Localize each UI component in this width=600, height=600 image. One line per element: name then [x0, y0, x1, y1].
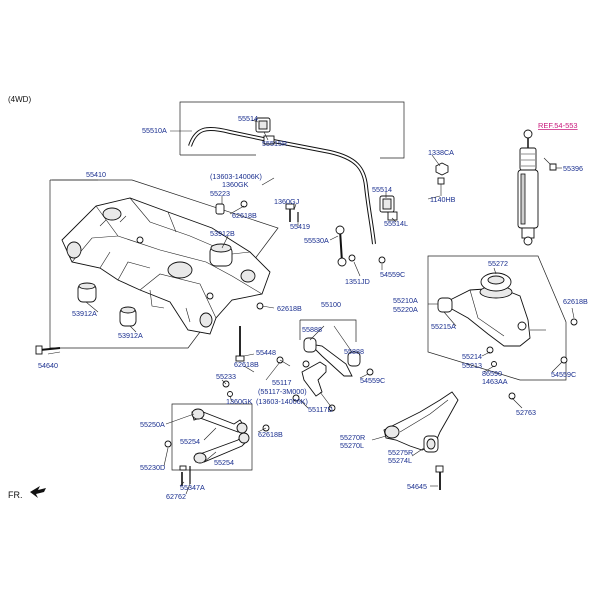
- label-55888-a: 55888: [302, 325, 322, 334]
- trailing-arm: [383, 391, 516, 490]
- label-55514L: 55514L: [384, 219, 408, 228]
- label-55270R: 55270R: [340, 433, 365, 442]
- label-55410: 55410: [86, 170, 106, 179]
- label-55514-a: 55514: [238, 114, 258, 123]
- shock-absorber: [517, 129, 557, 246]
- label-55250A: 55250A: [140, 420, 165, 429]
- lower-arm: [437, 272, 578, 367]
- label-55213: 55213: [462, 361, 482, 370]
- label-55347A: 55347A: [180, 483, 205, 492]
- label-1360GK-b: 1360GK: [226, 397, 253, 406]
- label-55220A: 55220A: [393, 305, 418, 314]
- label-55254-a: 55254: [180, 437, 200, 446]
- bolts-1360gj: [285, 203, 299, 222]
- label-55888-b: 55888: [344, 347, 364, 356]
- label-55215A: 55215A: [431, 322, 456, 331]
- label-54559C-c: 54559C: [551, 370, 576, 379]
- label-1338CA: 1338CA: [428, 148, 454, 157]
- stabilizer-link: [335, 225, 386, 267]
- label-54559C-b: 54559C: [360, 376, 385, 385]
- label-62618B-c: 62618B: [277, 304, 302, 313]
- label-55515R: 55515R: [262, 139, 287, 148]
- label-55254-b: 55254: [214, 458, 234, 467]
- label-55514-b: 55514: [372, 185, 392, 194]
- front-label: FR.: [8, 490, 23, 500]
- label-1463AA: 1463AA: [482, 377, 508, 386]
- assist-arm-box: [171, 403, 253, 471]
- label-1360GK-a: 1360GK: [222, 180, 249, 189]
- label-1360GJ: 1360GJ: [274, 197, 300, 206]
- crossmember: [61, 197, 271, 335]
- label-13603-b: (13603-14006K): [256, 397, 308, 406]
- label-53912A-1: 53912A: [72, 309, 97, 318]
- label-1351JD: 1351JD: [345, 277, 370, 286]
- trailing-arm-bracket: [299, 319, 357, 342]
- label-55117-3M000: (55117-3M000): [258, 387, 307, 396]
- label-1140HB: 1140HB: [430, 195, 456, 204]
- label-55233: 55233: [216, 372, 236, 381]
- label-55270L: 55270L: [340, 441, 364, 450]
- label-86590: 86590: [482, 369, 502, 378]
- label-62762: 62762: [166, 492, 186, 501]
- reference-link[interactable]: REF.54-553: [538, 121, 578, 130]
- label-55214: 55214: [462, 352, 482, 361]
- label-55210A: 55210A: [393, 296, 418, 305]
- bolt-55448: [235, 326, 245, 362]
- label-55274L: 55274L: [388, 456, 412, 465]
- label-55117: 55117: [272, 378, 291, 387]
- label-13603-a: (13603-14006K): [210, 172, 262, 181]
- label-52763: 52763: [516, 408, 536, 417]
- variant-label: (4WD): [8, 95, 31, 104]
- label-54640: 54640: [38, 361, 58, 370]
- label-55223: 55223: [210, 189, 230, 198]
- label-62618B-d: 62618B: [234, 360, 259, 369]
- label-55275R: 55275R: [388, 448, 413, 457]
- label-55396: 55396: [563, 164, 583, 173]
- label-54645: 54645: [407, 482, 427, 491]
- bushings-crossmember: [77, 200, 264, 327]
- label-55510A: 55510A: [142, 126, 167, 135]
- label-62618B-f: 62618B: [258, 430, 283, 439]
- label-55419: 55419: [290, 222, 310, 231]
- washers-55233: [222, 380, 270, 432]
- label-53912A-2: 53912A: [118, 331, 143, 340]
- leader-lines: [47, 119, 575, 495]
- stabilizer-bar: [188, 117, 398, 245]
- stabilizer-bar-box: [179, 101, 405, 159]
- label-62618B-a: 62618B: [232, 211, 257, 220]
- label-55100: 55100: [321, 300, 341, 309]
- label-62618B-b: 62618B: [563, 297, 588, 306]
- label-55448: 55448: [256, 348, 276, 357]
- label-55530A: 55530A: [304, 236, 329, 245]
- label-55117D: 55117D: [308, 405, 333, 414]
- lower-arm-box: [427, 255, 567, 381]
- front-arrow-icon: [30, 486, 46, 498]
- label-55230D: 55230D: [140, 463, 165, 472]
- fasteners-upper: [435, 162, 449, 196]
- label-53912B: 53912B: [210, 229, 235, 238]
- label-54559C-a: 54559C: [380, 270, 405, 279]
- bolt-54640: [35, 345, 61, 355]
- upper-arm: [276, 337, 374, 412]
- label-55272: 55272: [488, 259, 508, 268]
- assist-arm: [164, 408, 250, 486]
